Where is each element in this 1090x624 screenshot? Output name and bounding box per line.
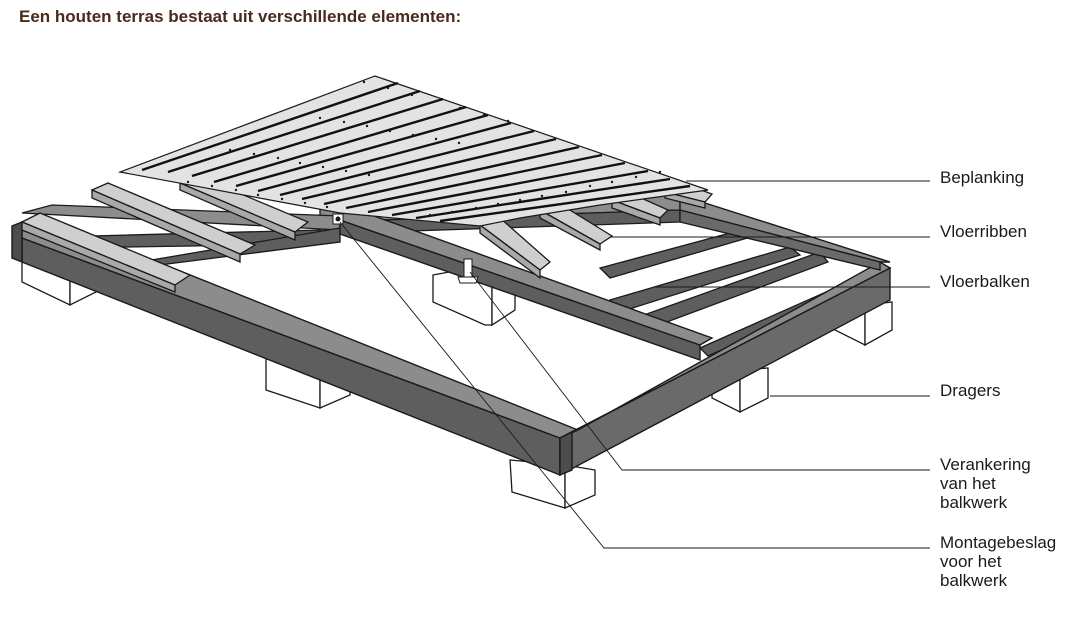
- leader-verankering: [469, 271, 930, 471]
- label-verankering-line2: van het: [940, 474, 996, 493]
- floor-rib: [20, 212, 192, 293]
- label-verankering-line1: Verankering: [940, 455, 1031, 474]
- label-vloerribben: Vloerribben: [940, 222, 1027, 241]
- label-vloerbalken: Vloerbalken: [940, 272, 1030, 291]
- plank-nails: [186, 80, 662, 217]
- leader-lines: [339, 180, 930, 549]
- label-montagebeslag-line2: voor het: [940, 552, 1002, 571]
- floor-rib: [178, 175, 310, 241]
- labels: Beplanking Vloerribben Vloerbalken Drage…: [940, 168, 1056, 590]
- leader-montagebeslag: [339, 221, 930, 549]
- label-beplanking: Beplanking: [940, 168, 1024, 187]
- label-montagebeslag-line3: balkwerk: [940, 571, 1008, 590]
- label-verankering-line3: balkwerk: [940, 493, 1008, 512]
- mounting-bracket: [332, 213, 344, 225]
- plank-gaps: [141, 81, 691, 223]
- label-montagebeslag-line1: Montagebeslag: [940, 533, 1056, 552]
- page-title: Een houten terras bestaat uit verschille…: [19, 7, 462, 26]
- decking: [117, 75, 709, 227]
- floor-rib: [90, 182, 257, 263]
- label-dragers: Dragers: [940, 381, 1000, 400]
- anchor-bracket: [457, 258, 479, 284]
